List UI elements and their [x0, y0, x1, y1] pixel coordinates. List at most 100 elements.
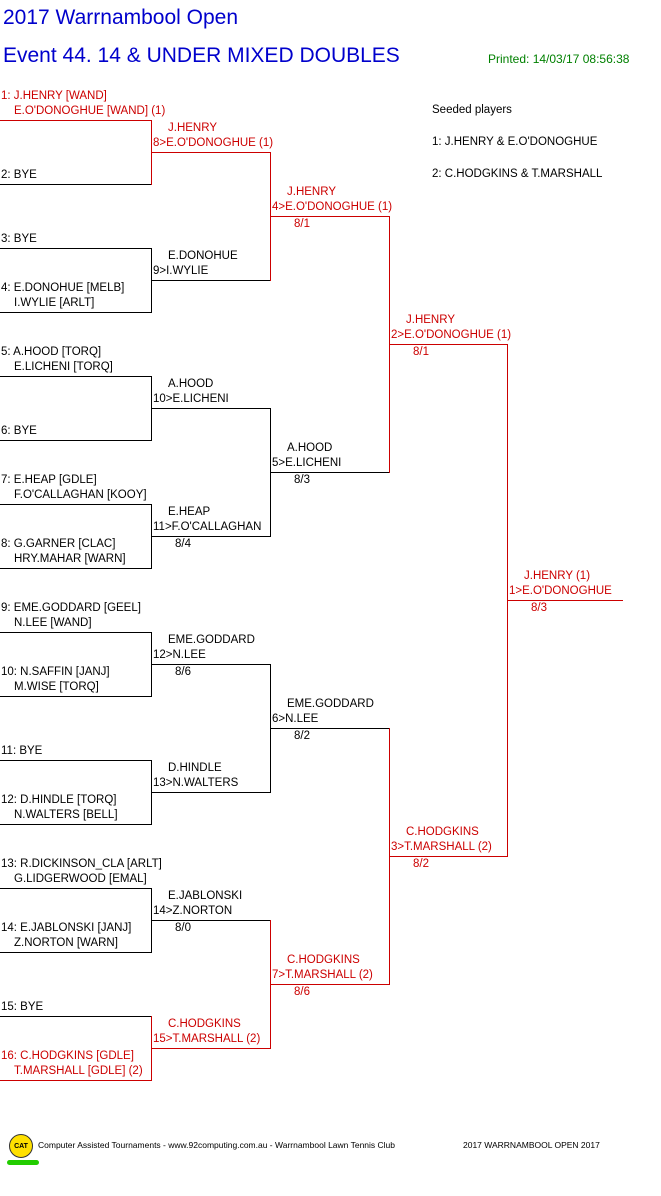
- bracket-connector: [151, 760, 152, 825]
- entry-line1: 14: E.JABLONSKI [JANJ]: [1, 922, 132, 934]
- entry-line1: 12: D.HINDLE [TORQ]: [1, 794, 117, 806]
- bracket-line: [271, 984, 390, 985]
- winner-line1: E.DONOHUE: [168, 250, 238, 262]
- entry-line2: M.WISE [TORQ]: [14, 681, 99, 693]
- winner-line1: A.HOOD: [168, 378, 214, 390]
- winner-line1: C.HODGKINS: [406, 826, 479, 838]
- event-title: Event 44. 14 & UNDER MIXED DOUBLES: [3, 44, 400, 67]
- entry-line1: 9: EME.GODDARD [GEEL]: [1, 602, 141, 614]
- winner-line2: 6>N.LEE: [272, 713, 319, 725]
- bracket-connector: [151, 888, 152, 953]
- winner-line1: EME.GODDARD: [287, 698, 374, 710]
- match-score: 8/3: [531, 602, 547, 614]
- bracket-line: [152, 152, 271, 153]
- bracket-line: [0, 376, 152, 377]
- bracket-line: [152, 792, 271, 793]
- entry-line1: 15: BYE: [1, 1001, 44, 1013]
- winner-line2: 13>N.WALTERS: [153, 777, 239, 789]
- footer-credit: Computer Assisted Tournaments - www.92co…: [38, 1140, 396, 1150]
- winner-line1: EME.GODDARD: [168, 634, 255, 646]
- bracket-line: [152, 1048, 271, 1049]
- bracket-line: [0, 888, 152, 889]
- bracket-line: [271, 728, 390, 729]
- match-score: 8/1: [413, 346, 429, 358]
- winner-line1: A.HOOD: [287, 442, 333, 454]
- bracket-line: [0, 1080, 152, 1081]
- bracket-connector: [151, 248, 152, 313]
- entry-line1: 4: E.DONOHUE [MELB]: [1, 282, 125, 294]
- winner-line1: E.JABLONSKI: [168, 890, 243, 902]
- match-score: 8/2: [294, 730, 310, 742]
- bracket-line: [152, 920, 271, 921]
- bracket-line: [0, 504, 152, 505]
- winner-line1: J.HENRY: [287, 186, 336, 198]
- bracket-line: [0, 760, 152, 761]
- bracket-connector: [507, 344, 508, 857]
- bracket-line: [271, 216, 390, 217]
- bracket-connector: [151, 120, 152, 185]
- winner-line1: J.HENRY: [406, 314, 455, 326]
- seeded-player-2: 2: C.HODGKINS & T.MARSHALL: [432, 168, 603, 180]
- bracket-line: [0, 1016, 152, 1017]
- bracket-line: [390, 856, 508, 857]
- bracket-line: [152, 408, 271, 409]
- entry-line1: 2: BYE: [1, 169, 37, 181]
- match-score: 8/4: [175, 538, 191, 550]
- match-score: 8/6: [294, 986, 310, 998]
- bracket-connector: [270, 920, 271, 1049]
- bracket-connector: [389, 216, 390, 473]
- entry-line1: 16: C.HODGKINS [GDLE]: [1, 1050, 134, 1062]
- bracket-connector: [151, 376, 152, 441]
- bracket-line: [0, 824, 152, 825]
- entry-line2: N.WALTERS [BELL]: [14, 809, 118, 821]
- match-score: 8/2: [413, 858, 429, 870]
- bracket-connector: [270, 408, 271, 537]
- entry-line1: 3: BYE: [1, 233, 37, 245]
- winner-line1: D.HINDLE: [168, 762, 222, 774]
- winner-line2: 1>E.O'DONOGHUE: [509, 585, 612, 597]
- winner-line2: 11>F.O'CALLAGHAN: [153, 521, 262, 533]
- bracket-line: [0, 120, 152, 121]
- footer-event: 2017 WARRNAMBOOL OPEN 2017: [463, 1140, 600, 1150]
- bracket-connector: [151, 1016, 152, 1081]
- bracket-line: [0, 632, 152, 633]
- match-score: 8/3: [294, 474, 310, 486]
- entry-line2: I.WYLIE [ARLT]: [14, 297, 95, 309]
- seeded-players-title: Seeded players: [432, 104, 512, 116]
- winner-line1: C.HODGKINS: [287, 954, 360, 966]
- winner-line1: J.HENRY: [168, 122, 217, 134]
- entry-line1: 6: BYE: [1, 425, 37, 437]
- tournament-title: 2017 Warrnambool Open: [3, 6, 239, 29]
- winner-line2: 5>E.LICHENI: [272, 457, 342, 469]
- cat-logo: CAT: [9, 1134, 33, 1158]
- bracket-line: [0, 440, 152, 441]
- winner-line2: 14>Z.NORTON: [153, 905, 233, 917]
- entry-line2: N.LEE [WAND]: [14, 617, 92, 629]
- bracket-line: [152, 280, 271, 281]
- match-score: 8/0: [175, 922, 191, 934]
- seeded-player-1: 1: J.HENRY & E.O'DONOGHUE: [432, 136, 598, 148]
- bracket-line: [508, 600, 623, 601]
- winner-line1: C.HODGKINS: [168, 1018, 241, 1030]
- bracket-line: [0, 248, 152, 249]
- entry-line2: T.MARSHALL [GDLE] (2): [14, 1065, 143, 1077]
- bracket-connector: [151, 632, 152, 697]
- winner-line2: 12>N.LEE: [153, 649, 206, 661]
- bracket-line: [152, 664, 271, 665]
- bracket-line: [0, 696, 152, 697]
- entry-line2: E.O'DONOGHUE [WAND] (1): [14, 105, 166, 117]
- bracket-line: [0, 952, 152, 953]
- match-score: 8/1: [294, 218, 310, 230]
- entry-line1: 11: BYE: [1, 745, 43, 757]
- winner-line1: E.HEAP: [168, 506, 211, 518]
- winner-line2: 8>E.O'DONOGHUE (1): [153, 137, 274, 149]
- winner-line2: 15>T.MARSHALL (2): [153, 1033, 261, 1045]
- entry-line1: 7: E.HEAP [GDLE]: [1, 474, 97, 486]
- bracket-connector: [151, 504, 152, 569]
- printed-timestamp: Printed: 14/03/17 08:56:38: [488, 52, 630, 66]
- entry-line2: Z.NORTON [WARN]: [14, 937, 118, 949]
- bracket-line: [0, 184, 152, 185]
- entry-line1: 10: N.SAFFIN [JANJ]: [1, 666, 110, 678]
- winner-line2: 9>I.WYLIE: [153, 265, 209, 277]
- entry-line1: 8: G.GARNER [CLAC]: [1, 538, 116, 550]
